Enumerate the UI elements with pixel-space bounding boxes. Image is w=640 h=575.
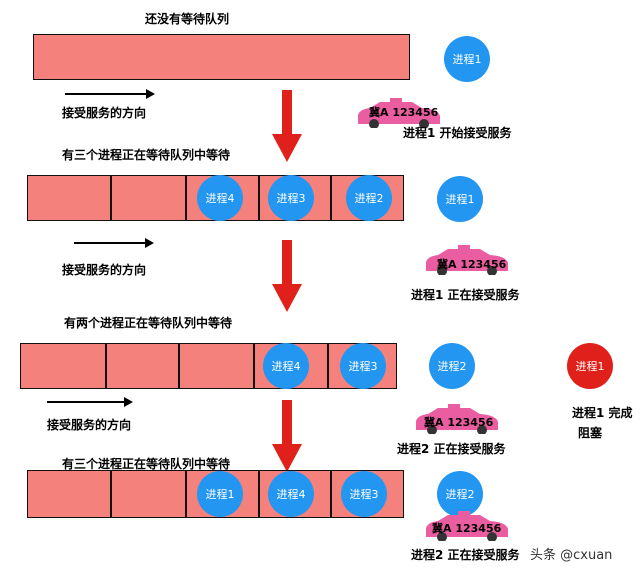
car-icon bbox=[358, 98, 440, 128]
down-arrow-1 bbox=[272, 90, 302, 162]
stage3-caption: 有两个进程正在等待队列中等待 bbox=[64, 316, 233, 330]
direction-arrow bbox=[65, 88, 155, 100]
car-plate: 冀A 123456 bbox=[437, 258, 507, 271]
direction-label: 接受服务的方向 bbox=[47, 418, 132, 432]
process-3-circle: 进程3 bbox=[268, 175, 314, 221]
status-p1-serving: 进程1 正在接受服务 bbox=[411, 288, 520, 302]
car-plate: 冀A 123456 bbox=[424, 416, 494, 429]
process-4-circle: 进程4 bbox=[268, 471, 314, 517]
direction-label: 接受服务的方向 bbox=[62, 263, 147, 277]
status-p2-serving: 进程2 正在接受服务 bbox=[411, 548, 520, 562]
car-icon bbox=[426, 245, 508, 275]
car-plate: 冀A 123456 bbox=[432, 522, 502, 535]
process-2-circle: 进程2 bbox=[437, 471, 483, 517]
watermark: 头条 @cxuan bbox=[530, 548, 613, 563]
process-3-circle: 进程3 bbox=[340, 343, 386, 389]
process-4-circle: 进程4 bbox=[197, 175, 243, 221]
down-arrow-2 bbox=[272, 240, 302, 312]
down-arrow-3 bbox=[272, 400, 302, 472]
status-p1-blocked: 阻塞 bbox=[578, 426, 603, 440]
car-icon bbox=[416, 404, 498, 434]
car-icon bbox=[426, 511, 508, 541]
process-1-circle: 进程1 bbox=[197, 471, 243, 517]
direction-label: 接受服务的方向 bbox=[62, 106, 147, 120]
stage1-caption: 还没有等待队列 bbox=[145, 12, 230, 26]
status-p1-done: 进程1 完成 bbox=[572, 406, 633, 420]
process-1-blocked-circle: 进程1 bbox=[567, 343, 613, 389]
status-p2-serving: 进程2 正在接受服务 bbox=[397, 442, 506, 456]
stage2-caption: 有三个进程正在等待队列中等待 bbox=[62, 148, 231, 162]
stage4-caption: 有三个进程正在等待队列中等待 bbox=[62, 457, 231, 471]
queue-two-waiting bbox=[20, 343, 397, 389]
process-2-circle: 进程2 bbox=[429, 343, 475, 389]
process-4-circle: 进程4 bbox=[263, 343, 309, 389]
direction-arrow bbox=[47, 396, 133, 408]
empty-queue bbox=[33, 34, 410, 80]
process-3-circle: 进程3 bbox=[341, 471, 387, 517]
car-plate: 冀A 123456 bbox=[369, 106, 439, 119]
status-p1-start: 进程1 开始接受服务 bbox=[403, 126, 512, 140]
process-1-circle: 进程1 bbox=[444, 36, 490, 82]
process-2-circle: 进程2 bbox=[346, 175, 392, 221]
direction-arrow bbox=[74, 237, 154, 249]
process-1-circle: 进程1 bbox=[437, 176, 483, 222]
